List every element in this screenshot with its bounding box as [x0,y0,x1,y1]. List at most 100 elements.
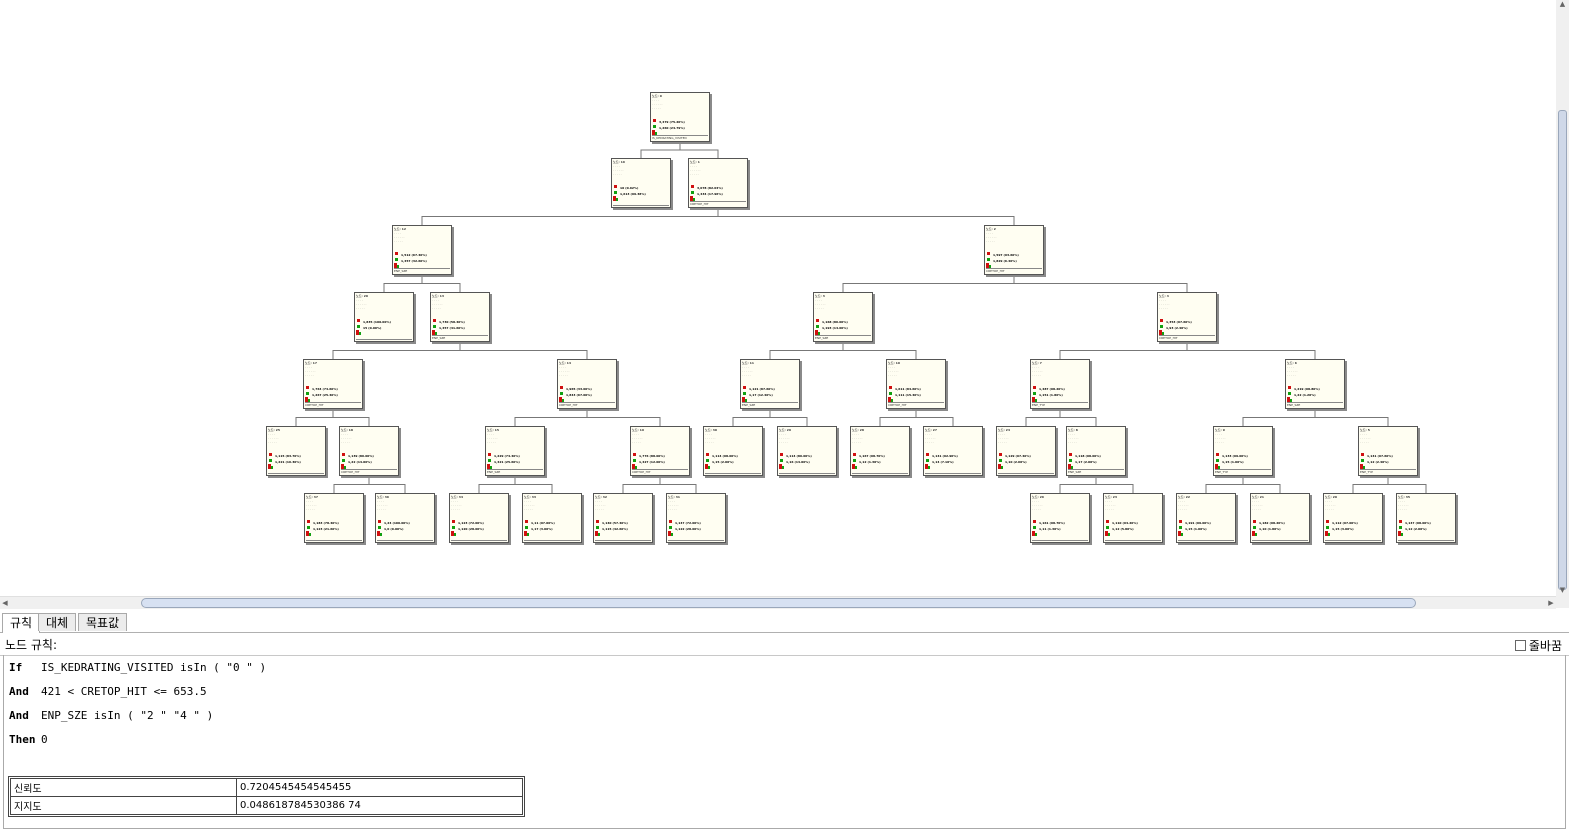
tree-node[interactable]: 노드: 22 · · · · · · · · · · · · · · · 1,1… [1176,493,1236,543]
tree-node[interactable]: 노드: 0 · · · · · · · · · · · · · · · 3,47… [650,92,710,142]
tree-node[interactable]: 노드: 20 · · · · · · · · · · · · · · · 1,8… [354,292,414,342]
node-class-values: 1,835 (100.00%) 15 (0.00%) [363,319,391,331]
node-class-0-value: 1,118 (98.00%) [1075,454,1101,458]
tree-node[interactable]: 노드: 33 · · · · · · · · · · · · · · · 1,1… [522,493,582,543]
tree-node[interactable]: 노드: 11 · · · · · · · · · · · · · · · 1,1… [740,359,800,409]
node-stat-line: · · · · · · [451,503,462,507]
scroll-left-icon[interactable]: ◀ [2,599,8,607]
tab-substitute[interactable]: 대체 [38,613,77,631]
tab-target-value[interactable]: 목표값 [78,613,128,631]
tree-node[interactable]: 노드: 29 · · · · · · · · · · · · · · · 1,1… [777,426,837,476]
class-0-color-icon [1399,520,1402,523]
rule-condition: ENP_SZE isIn ( "2 " "4 " ) [41,709,214,722]
node-stat-line: · · · · [925,432,932,436]
tree-node[interactable]: 노드: 14 · · · · · · · · · · · · · · · 1,9… [557,359,617,409]
node-class-values: 1,167 (98.70%) 1,12 (1.30%) [859,453,885,465]
vertical-scroll-thumb[interactable] [1558,110,1567,590]
tree-node[interactable]: 노드: 17 · · · · · · · · · · · · · · · 1,7… [303,359,363,409]
node-stat-line: · · · · [632,432,639,436]
node-histogram-bar [524,531,527,536]
node-histogram-bar [888,397,891,402]
node-class-0-value: 1,776 (88.00%) [639,454,665,458]
tree-node[interactable]: 노드: 1 · · · · · · · · · · · · · · · 3,07… [688,158,748,208]
tree-edge [1186,342,1316,359]
node-class-1-value: 1,11 (1.30%) [1039,527,1061,531]
tree-node[interactable]: 노드: 16 · · · · · · · · · · · · · · · 10 … [611,158,671,208]
node-header: 노드: 10 [888,361,900,365]
node-class-1-value: 1,434 (17.96%) [697,192,723,196]
tree-node[interactable]: 노드: 12 · · · · · · · · · · · · · · · 1,5… [392,225,452,275]
node-class-values: 1,141 (97.60%) 1,12 (2.40%) [1367,453,1393,465]
node-class-0-value: 1,129 (97.40%) [1005,454,1031,458]
tree-node[interactable]: 노드: 6 · · · · · · · · · · · · · · · 1,21… [1285,359,1345,409]
tree-node[interactable]: 노드: 15 · · · · · · · · · · · · · · · 1,2… [485,426,545,476]
tree-node[interactable]: 노드: 20 · · · · · · · · · · · · · · · 1,1… [1323,493,1383,543]
tree-node[interactable]: 노드: 34 · · · · · · · · · · · · · · · 1,1… [449,493,509,543]
vertical-scrollbar[interactable]: ▲ ▼ [1556,0,1569,596]
node-stat-line: · · · · · · [888,369,899,373]
node-class-0-value: 1,764 (74.60%) [312,387,338,391]
node-histogram-bar [655,132,657,135]
tree-node[interactable]: 노드: 27 · · · · · · · · · · · · · · · 1,1… [923,426,983,476]
class-0-color-icon [1361,453,1364,456]
tree-node[interactable]: 노드: 7 · · · · · · · · · · · · · · · 1,48… [1030,359,1090,409]
tree-node[interactable]: 노드: 19 · · · · · · · · · · · · · · · 1,7… [630,426,690,476]
node-histogram-bar [451,531,454,536]
tab-rules[interactable]: 규칙 [2,613,41,633]
node-split-variable [1105,540,1161,541]
class-0-color-icon [1106,520,1109,523]
tree-node[interactable]: 노드: 21 · · · · · · · · · · · · · · · 1,1… [1250,493,1310,543]
word-wrap-checkbox[interactable] [1514,640,1526,651]
node-stat-line: · · · · [1325,499,1332,503]
scroll-down-icon[interactable]: ▼ [1559,586,1566,594]
tree-node[interactable]: 노드: 30 · · · · · · · · · · · · · · · 1,1… [703,426,763,476]
class-1-color-icon [1361,459,1364,462]
tree-node[interactable]: 노드: 13 · · · · · · · · · · · · · · · 1,7… [430,292,490,342]
node-stat-line: · · · · · [705,440,714,444]
node-split-variable: CRETOP_HIT [888,402,944,407]
tree-node[interactable]: 노드: 9 · · · · · · · · · · · · · · · 1,13… [1213,426,1273,476]
node-class-1-value: 1,15 (1.00%) [1185,527,1207,531]
scroll-up-icon[interactable]: ▲ [1559,0,1566,8]
tree-node[interactable]: 노드: 18 · · · · · · · · · · · · · · · 1,1… [339,426,399,476]
node-class-1-value: 1,260 (24.79%) [659,126,685,130]
node-split-variable [1178,540,1234,541]
decision-tree-canvas[interactable]: 노드: 0 · · · · · · · · · · · · · · · 3,47… [0,0,1556,596]
rule-metrics-table-frame: 신뢰도 0.7204545454545455 지지도 0.04861878453… [8,776,525,817]
tree-node[interactable]: 노드: 3 · · · · · · · · · · · · · · · 1,16… [813,292,873,342]
word-wrap-toggle[interactable]: 줄바꿈 [1514,637,1562,654]
tree-node[interactable]: 노드: 35 · · · · · · · · · · · · · · · 1,1… [1396,493,1456,543]
tree-node[interactable]: 노드: 31 · · · · · · · · · · · · · · · 1,1… [666,493,726,543]
node-stat-line: · · · · [1398,499,1405,503]
node-split-variable: CRETOP_HIT [1159,335,1215,340]
scroll-right-icon[interactable]: ▶ [1548,599,1554,607]
class-0-color-icon [596,520,599,523]
tree-node[interactable]: 노드: 5 · · · · · · · · · · · · · · · 1,14… [1358,426,1418,476]
node-stat-line: · · · · [595,499,602,503]
node-class-1-value: 1,123 (21.60%) [313,527,339,531]
node-header: 노드: 30 [705,428,717,432]
tree-node[interactable]: 노드: 10 · · · · · · · · · · · · · · · 1,6… [886,359,946,409]
tree-node[interactable]: 노드: 37 · · · · · · · · · · · · · · · 1,1… [304,493,364,543]
node-class-1-value: 1,457 (32.60%) [401,259,427,263]
tree-node[interactable]: 노드: 23 · · · · · · · · · · · · · · · 1,1… [1103,493,1163,543]
tree-node[interactable]: 노드: 8 · · · · · · · · · · · · · · · 1,11… [1066,426,1126,476]
tree-node[interactable]: 노드: 24 · · · · · · · · · · · · · · · 1,1… [996,426,1056,476]
tree-edge [1242,409,1316,426]
tree-node[interactable]: 노드: 32 · · · · · · · · · · · · · · · 1,1… [593,493,653,543]
tree-node[interactable]: 노드: 2 · · · · · · · · · · · · · · · 1,59… [984,225,1044,275]
tree-node[interactable]: 노드: 36 · · · · · · · · · · · · · · · 1,2… [375,493,435,543]
node-split-variable: CRETOP_HIT [559,402,615,407]
node-class-values: 3,078 (82.04%) 1,434 (17.96%) [697,185,723,197]
tree-node[interactable]: 노드: 25 · · · · · · · · · · · · · · · 1,1… [266,426,326,476]
horizontal-scroll-thumb[interactable] [141,598,1416,608]
tree-node[interactable]: 노드: 26 · · · · · · · · · · · · · · · 1,1… [1030,493,1090,543]
node-stat-line: · · · · [305,365,312,369]
node-stat-line: · · · · · [742,373,751,377]
node-header: 노드: 27 [925,428,937,432]
horizontal-scrollbar[interactable]: ◀ ▶ [0,596,1556,609]
node-class-1-value: 1,15 (3.00%) [1332,527,1354,531]
tree-node[interactable]: 노드: 4 · · · · · · · · · · · · · · · 1,35… [1157,292,1217,342]
tree-node[interactable]: 노드: 28 · · · · · · · · · · · · · · · 1,1… [850,426,910,476]
